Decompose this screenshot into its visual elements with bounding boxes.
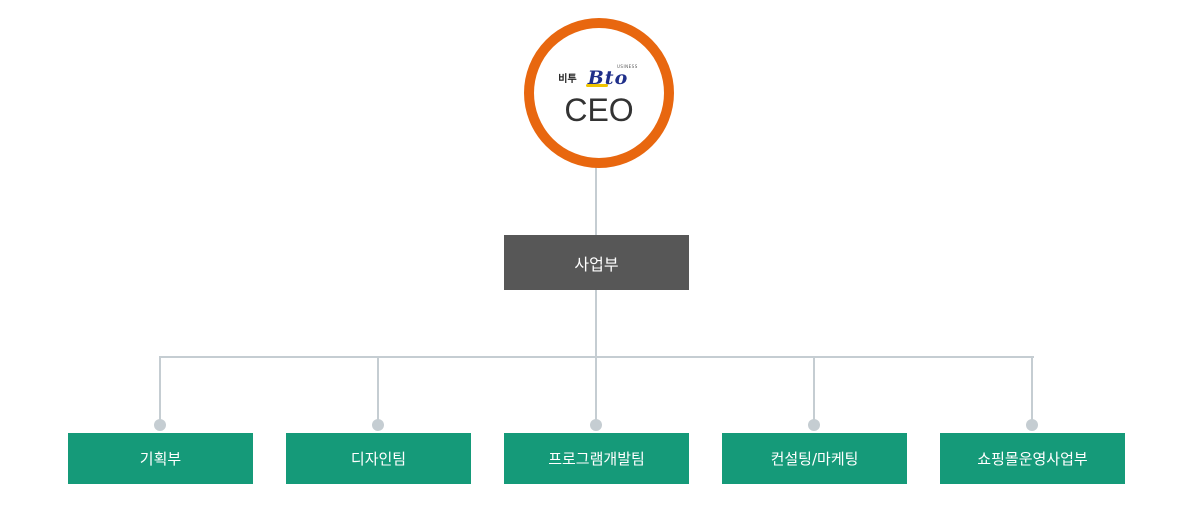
connector-dot-3 bbox=[590, 419, 602, 431]
company-logo: 비투 Bto USINESS bbox=[534, 64, 664, 90]
connector-dot-4 bbox=[808, 419, 820, 431]
connector-drop-3 bbox=[595, 356, 597, 425]
connector-dot-2 bbox=[372, 419, 384, 431]
team-node-consulting: 컨설팅/마케팅 bbox=[722, 433, 907, 484]
ceo-title: CEO bbox=[564, 92, 634, 128]
team-label: 컨설팅/마케팅 bbox=[770, 450, 859, 468]
division-label: 사업부 bbox=[574, 254, 619, 274]
connector-division-bar bbox=[595, 290, 597, 357]
team-label: 기획부 bbox=[139, 450, 182, 468]
logo-subtext: USINESS bbox=[617, 64, 638, 69]
connector-drop-5 bbox=[1031, 356, 1033, 425]
connector-drop-4 bbox=[813, 356, 815, 425]
team-node-shopping: 쇼핑몰운영사업부 bbox=[940, 433, 1125, 484]
connector-drop-1 bbox=[159, 356, 161, 425]
logo-word: Bto bbox=[587, 67, 629, 89]
ceo-node: 비투 Bto USINESS CEO bbox=[524, 18, 674, 168]
logo-korean-text: 비투 bbox=[558, 73, 577, 85]
connector-horizontal-bar bbox=[160, 356, 1034, 358]
connector-ceo-division bbox=[595, 166, 597, 235]
team-node-development: 프로그램개발팀 bbox=[504, 433, 689, 484]
connector-drop-2 bbox=[377, 356, 379, 425]
connector-dot-1 bbox=[154, 419, 166, 431]
logo-swoosh bbox=[585, 84, 608, 87]
division-node: 사업부 bbox=[504, 235, 689, 290]
team-label: 프로그램개발팀 bbox=[548, 450, 645, 468]
team-label: 디자인팀 bbox=[350, 450, 407, 468]
team-label: 쇼핑몰운영사업부 bbox=[977, 450, 1088, 468]
connector-dot-5 bbox=[1026, 419, 1038, 431]
team-node-planning: 기획부 bbox=[68, 433, 253, 484]
logo-mark: Bto USINESS bbox=[584, 64, 640, 90]
team-node-design: 디자인팀 bbox=[286, 433, 471, 484]
